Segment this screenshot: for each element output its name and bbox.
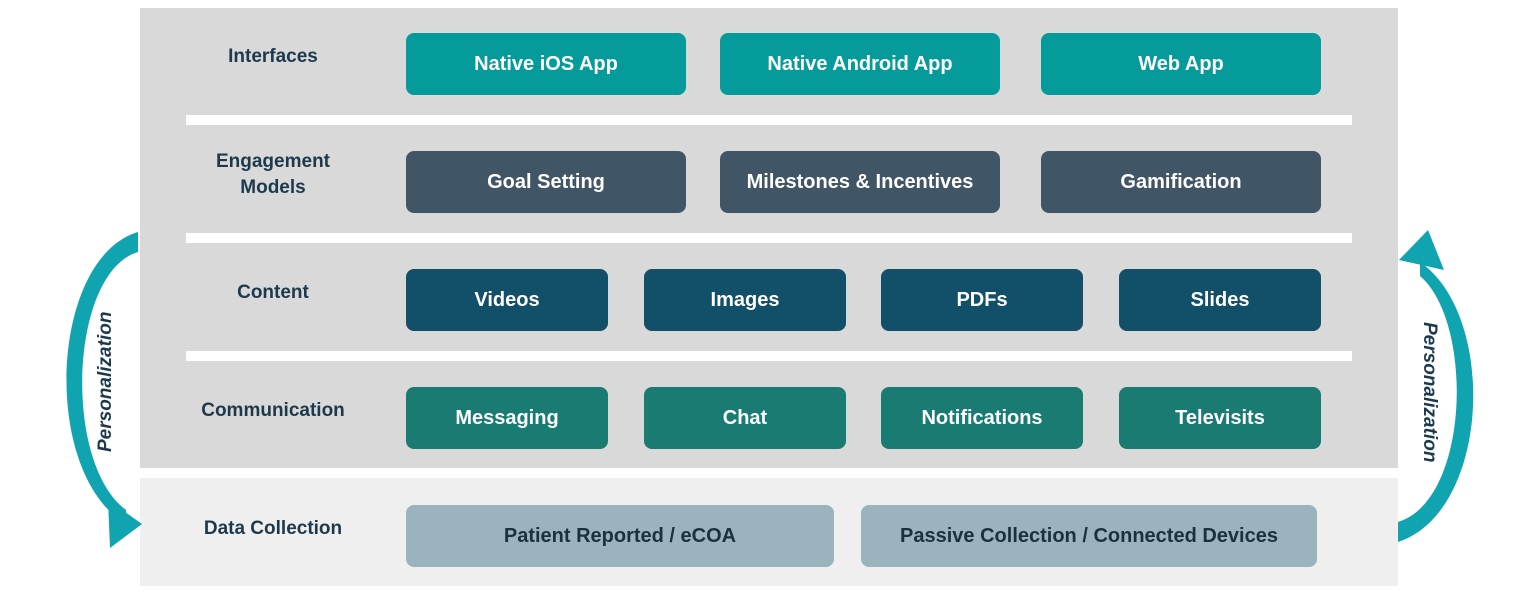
box-passive-collection: Passive Collection / Connected Devices: [861, 505, 1317, 567]
left-arrowhead-icon: [108, 500, 142, 548]
divider: [186, 351, 1352, 361]
box-gamification: Gamification: [1041, 151, 1321, 213]
row-label-interfaces: Interfaces: [228, 46, 318, 67]
left-personalization-arrow-icon: [66, 232, 138, 524]
right-arrowhead-icon: [1399, 230, 1444, 270]
box-native-android-app: Native Android App: [720, 33, 1000, 95]
box-milestones-incentives: Milestones & Incentives: [720, 151, 1000, 213]
row-label-content: Content: [237, 282, 309, 303]
row-label-engagement-line1: Engagement: [215, 151, 331, 172]
row-label-communication: Communication: [201, 400, 345, 421]
divider: [186, 233, 1352, 243]
row-label-engagement-line2: Models: [240, 177, 306, 198]
box-messaging: Messaging: [406, 387, 608, 449]
box-chat: Chat: [644, 387, 846, 449]
box-televisits: Televisits: [1119, 387, 1321, 449]
box-images: Images: [644, 269, 846, 331]
box-slides: Slides: [1119, 269, 1321, 331]
box-web-app: Web App: [1041, 33, 1321, 95]
divider: [186, 115, 1352, 125]
right-personalization-arrow-icon: [1398, 262, 1474, 542]
box-videos: Videos: [406, 269, 608, 331]
right-personalization-label: Personalization: [1419, 322, 1440, 463]
box-notifications: Notifications: [881, 387, 1083, 449]
box-native-ios-app: Native iOS App: [406, 33, 686, 95]
box-pdfs: PDFs: [881, 269, 1083, 331]
row-label-data-collection: Data Collection: [203, 518, 343, 539]
box-patient-reported-ecoa: Patient Reported / eCOA: [406, 505, 834, 567]
box-goal-setting: Goal Setting: [406, 151, 686, 213]
left-personalization-label: Personalization: [95, 311, 116, 452]
row-label-engagement-models: Engagement Models: [180, 149, 366, 201]
